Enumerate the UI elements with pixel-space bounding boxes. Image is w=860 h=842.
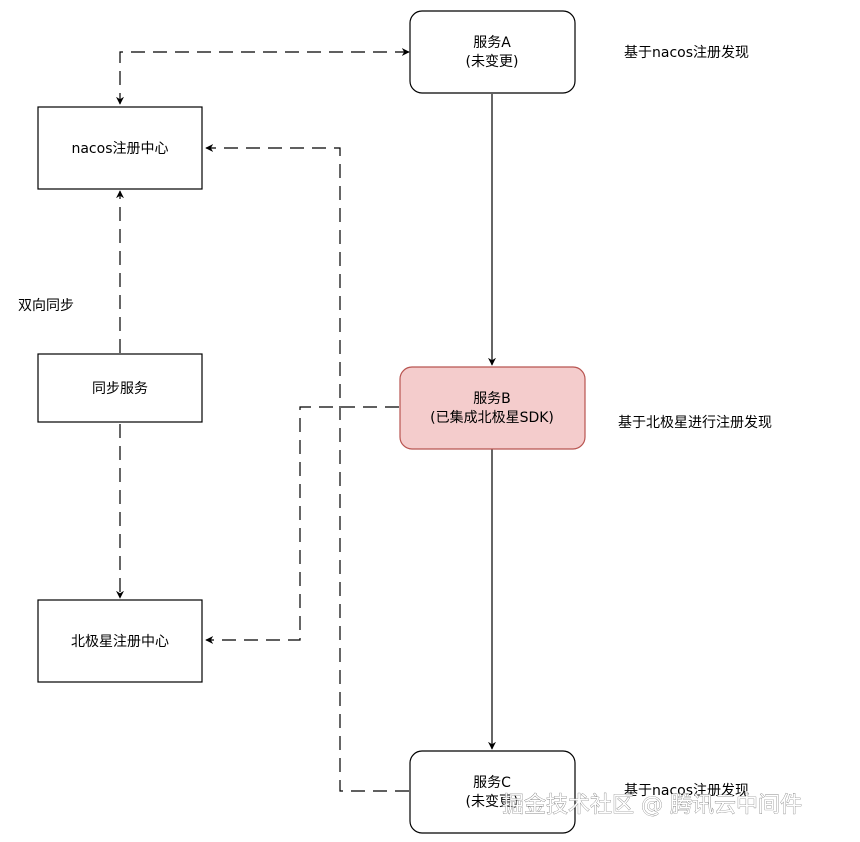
node-label-line1: 服务B [473, 391, 511, 407]
node-sync-service: 同步服务 [37, 353, 203, 423]
node-label: 同步服务 [92, 381, 148, 397]
node-label: 北极星注册中心 [71, 634, 169, 650]
node-service-c: 服务C (未变更) [409, 750, 576, 834]
node-label-line1: 服务A [473, 35, 511, 51]
node-service-b: 服务B (已集成北极星SDK) [399, 366, 586, 450]
label-service-c-note: 基于nacos注册发现 [624, 782, 749, 799]
edge-service-b-polaris [205, 406, 399, 644]
node-label: nacos注册中心 [71, 141, 168, 157]
node-label-line2: (未变更) [466, 794, 519, 810]
label-service-b-note: 基于北极星进行注册发现 [618, 414, 772, 431]
watermark: 掘金技术社区 @ 腾讯云中间件 [502, 793, 802, 818]
node-nacos-registry: nacos注册中心 [37, 106, 203, 190]
node-service-a: 服务A (未变更) [409, 10, 576, 94]
label-bidirectional-sync: 双向同步 [18, 298, 74, 314]
node-label-line1: 服务C [473, 775, 511, 791]
edge-service-a-nacos [116, 48, 410, 105]
label-service-a-note: 基于nacos注册发现 [624, 44, 749, 61]
node-label-line2: (已集成北极星SDK) [430, 409, 554, 426]
edge-service-c-nacos [205, 144, 409, 792]
node-polaris-registry: 北极星注册中心 [37, 599, 203, 683]
node-label-line2: (未变更) [466, 54, 519, 70]
